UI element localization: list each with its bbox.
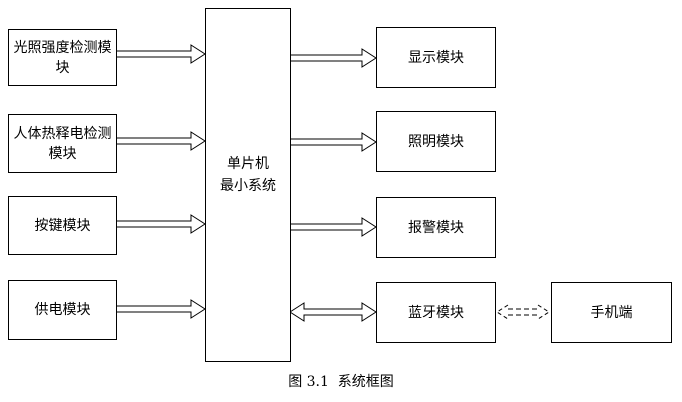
arrow-light-to-mcu xyxy=(115,44,206,64)
alarm-module-box: 报警模块 xyxy=(376,197,496,258)
arrow-bluetooth-phone-wireless xyxy=(496,304,550,320)
pir-sensor-module-label: 人体热释电检测模块 xyxy=(13,125,112,162)
mcu-minimum-system-box: 单片机 最小系统 xyxy=(205,8,291,362)
mcu-minimum-system-label: 单片机 最小系统 xyxy=(220,156,276,194)
bluetooth-module-label: 蓝牙模块 xyxy=(408,304,464,321)
key-module-label: 按键模块 xyxy=(34,217,91,234)
arrow-mcu-to-lighting xyxy=(289,132,377,152)
arrow-mcu-to-alarm xyxy=(289,217,377,237)
pir-sensor-module-box: 人体热释电检测模块 xyxy=(8,114,117,173)
arrow-pir-to-mcu xyxy=(115,131,206,151)
arrow-mcu-to-display xyxy=(289,48,377,68)
lighting-module-box: 照明模块 xyxy=(376,111,496,172)
light-sensor-module-label: 光照强度检测模块 xyxy=(13,39,112,76)
arrow-mcu-bluetooth-bidirectional xyxy=(289,302,377,322)
key-module-box: 按键模块 xyxy=(8,196,117,255)
alarm-module-label: 报警模块 xyxy=(408,219,464,236)
arrow-power-to-mcu xyxy=(115,299,206,319)
bluetooth-module-box: 蓝牙模块 xyxy=(376,282,496,343)
arrow-key-to-mcu xyxy=(115,214,206,234)
phone-label: 手机端 xyxy=(590,304,633,321)
figure-caption: 图 3.1 系统框图 xyxy=(288,374,394,390)
power-module-box: 供电模块 xyxy=(8,280,117,340)
power-module-label: 供电模块 xyxy=(34,302,91,318)
light-sensor-module-box: 光照强度检测模块 xyxy=(8,29,117,86)
phone-box: 手机端 xyxy=(551,282,672,343)
display-module-label: 显示模块 xyxy=(408,49,464,66)
lighting-module-label: 照明模块 xyxy=(408,133,464,150)
display-module-box: 显示模块 xyxy=(376,27,496,88)
